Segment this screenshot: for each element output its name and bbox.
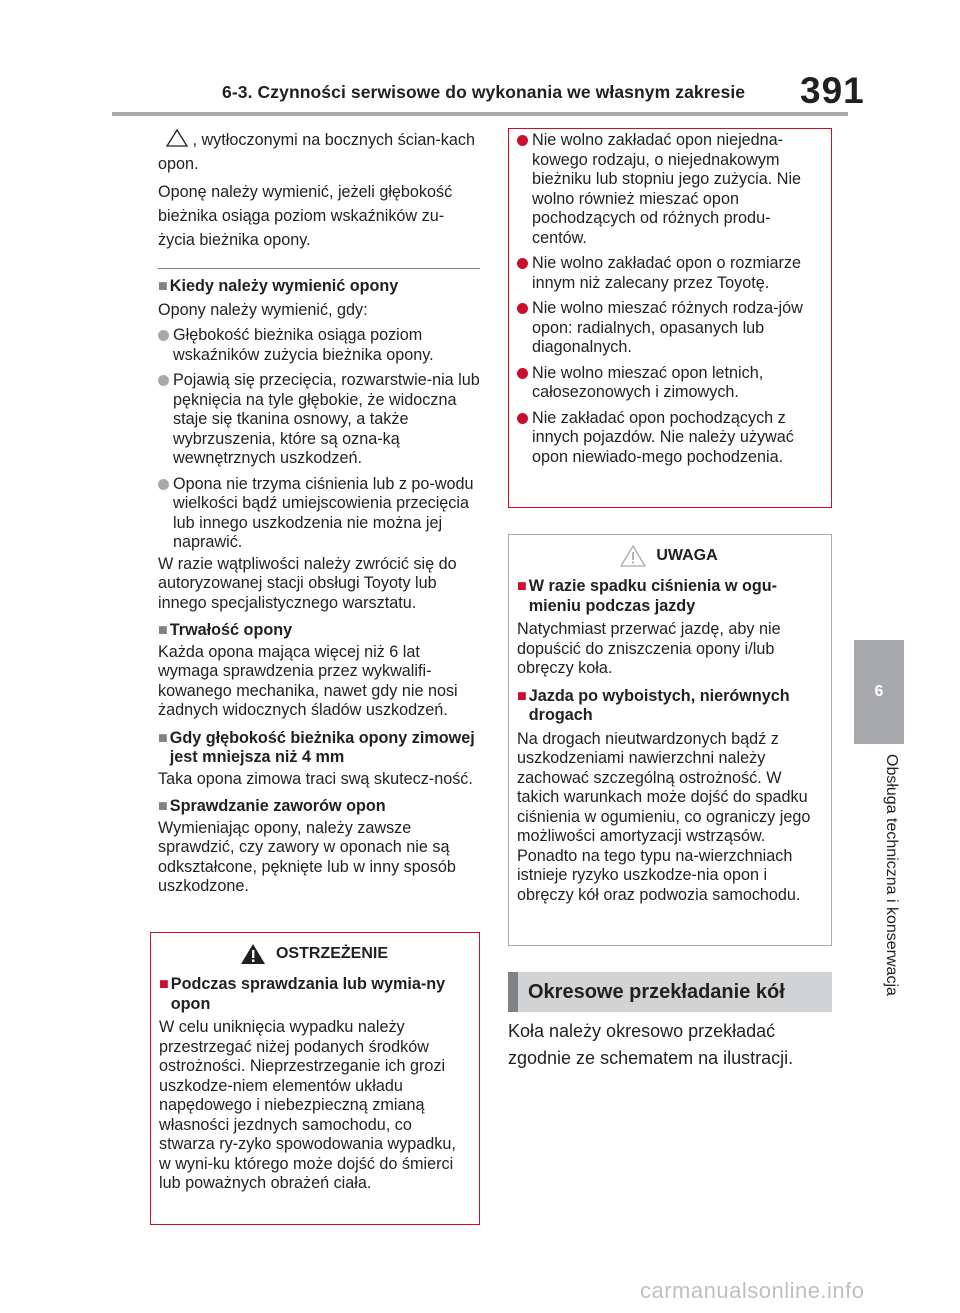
round-bullet-icon [517, 258, 528, 269]
warning-subheading: ■ Podczas sprawdzania lub wymia-ny opon [159, 975, 446, 1013]
list-item: Nie wolno zakładać opon o rozmiarze inny… [517, 254, 821, 293]
list-item: Nie zakładać opon pochodzących z innych … [517, 409, 821, 468]
subheading-winter-tread: ■ Gdy głębokość bieżnika opony zimowej j… [158, 728, 475, 767]
notice-pressure-text: Natychmiast przerwać jazdę, aby nie dopu… [517, 620, 781, 677]
subheading-valve-check: ■ Sprawdzanie zaworów opon [158, 797, 386, 815]
square-bullet-icon: ■ [159, 975, 169, 993]
replace-tread-paragraph: Oponę należy wymienić, jeżeli głębokość … [158, 183, 453, 249]
subheading-tire-durability: ■ Trwałość opony [158, 621, 293, 639]
list-item: Opona nie trzyma ciśnienia lub z po-wodu… [158, 475, 480, 553]
section-divider [158, 268, 480, 269]
rotation-text: Koła należy okresowo przekładać zgodnie … [508, 1021, 794, 1068]
warning-box: OSTRZEŻENIE ■ Podczas sprawdzania lub wy… [150, 932, 480, 1225]
list-item: Głębokość bieżnika osiąga poziom wskaźni… [158, 326, 480, 365]
round-bullet-icon [158, 330, 169, 341]
list-item: Nie wolno mieszać różnych rodza-jów opon… [517, 299, 821, 358]
round-bullet-icon [517, 412, 528, 424]
list-item: Pojawią się przecięcia, rozwarstwie-nia … [158, 371, 480, 469]
chapter-tab-title: Obsługa techniczna i konserwacja [883, 754, 900, 996]
page-number: 391 [800, 70, 865, 111]
notice-subheading-pressure: ■ W razie spadku ciśnienia w ogu-mieniu … [517, 577, 778, 615]
warning-triangle-icon [240, 944, 265, 964]
caution-triangle-icon [620, 545, 647, 567]
warning-text: W celu uniknięcia wypadku należy przestr… [159, 1018, 456, 1192]
square-bullet-icon: ■ [517, 577, 527, 595]
notice-header: UWAGA [517, 545, 821, 567]
square-bullet-icon: ■ [158, 277, 168, 295]
wear-indicator-triangle-icon [165, 128, 189, 147]
valve-check-paragraph: Wymieniając opony, należy zawsze sprawdz… [158, 818, 456, 896]
square-bullet-icon: ■ [517, 686, 527, 705]
left-column: , wytłoczonymi na bocznych ścian-kach op… [158, 128, 480, 897]
square-bullet-icon: ■ [158, 621, 168, 639]
square-bullet-icon: ■ [158, 797, 168, 815]
intro-paragraph: , wytłoczonymi na bocznych ścian-kach op… [158, 128, 480, 176]
notice-rough-roads-text: Na drogach nieutwardzonych bądź z uszkod… [517, 729, 811, 904]
watermark: carmanualsonline.info [640, 1278, 865, 1303]
warning-header: OSTRZEŻENIE [159, 943, 469, 965]
chapter-tab: 6 [854, 640, 904, 744]
square-bullet-icon: ■ [158, 728, 168, 747]
round-bullet-icon [158, 375, 169, 386]
round-bullet-icon [517, 303, 528, 314]
list-item: Nie wolno zakładać opon niejedna-kowego … [517, 131, 821, 248]
subheading-when-replace: ■ Kiedy należy wymienić opony [158, 277, 399, 295]
list-item: Nie wolno mieszać opon letnich, całosezo… [517, 364, 821, 403]
page-header: 6-3. Czynności serwisowe do wykonania we… [0, 0, 960, 120]
durability-paragraph: Każda opona mająca więcej niż 6 lat wyma… [158, 642, 458, 720]
when-replace-lead: Opony należy wymienić, gdy: [158, 300, 368, 319]
rotation-heading: Okresowe przekładanie kół [508, 972, 832, 1012]
winter-tread-paragraph: Taka opona zimowa traci swą skutecz-ność… [158, 769, 473, 788]
section-title: 6-3. Czynności serwisowe do wykonania we… [222, 82, 746, 102]
warning-continuation-box: Nie wolno zakładać opon niejedna-kowego … [508, 128, 832, 508]
doubt-paragraph: W razie wątpliwości należy zwrócić się d… [158, 554, 457, 612]
notice-subheading-rough-roads: ■ Jazda po wyboistych, nierównych drogac… [517, 686, 790, 725]
round-bullet-icon [158, 478, 169, 490]
intro-continuation: , wytłoczonymi na bocznych ścian-kach op… [158, 131, 475, 173]
round-bullet-icon [517, 367, 528, 379]
header-rule [112, 112, 848, 116]
round-bullet-icon [517, 135, 528, 146]
notice-box: UWAGA ■ W razie spadku ciśnienia w ogu-m… [508, 534, 832, 946]
